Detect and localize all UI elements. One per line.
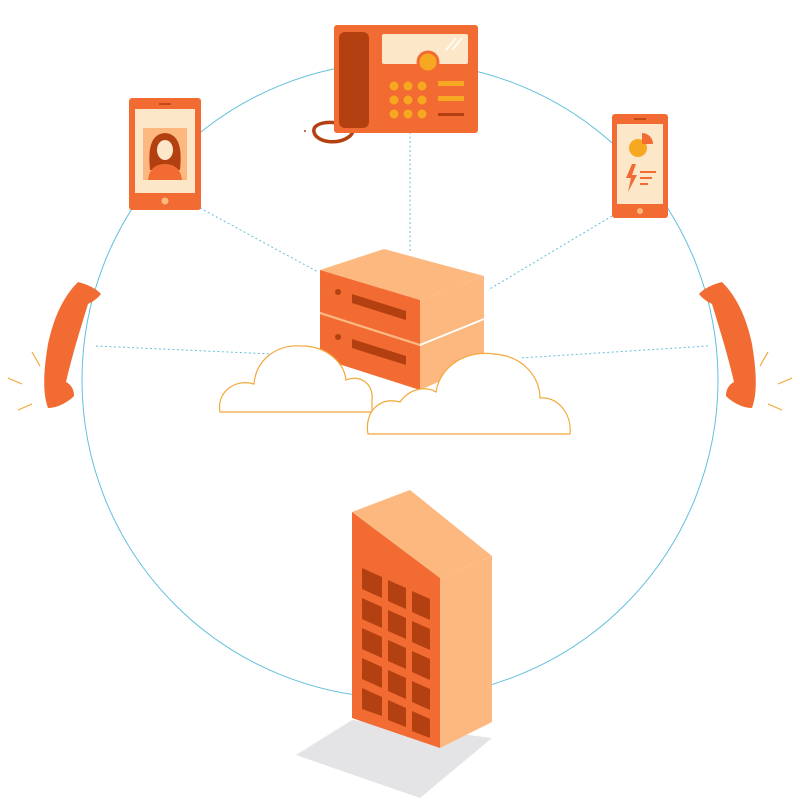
server-led-lower (335, 334, 341, 340)
connector-smartphone (487, 215, 613, 291)
office-building-icon (352, 490, 492, 748)
handset-left-body (44, 282, 101, 408)
smartphone-text-lines (640, 171, 656, 185)
desk-phone-speaker (438, 113, 464, 116)
phone-handset-left-icon (7, 282, 101, 411)
server-top (320, 249, 484, 300)
building-side (440, 556, 492, 748)
tablet-video-call-icon (129, 98, 201, 210)
cloud-right (366, 352, 571, 435)
building-windows (362, 568, 430, 738)
server-led-upper (335, 289, 341, 295)
handset-left-ring-lines (7, 351, 41, 411)
tablet-contact-face (157, 140, 173, 160)
tablet-home-button (161, 197, 169, 205)
smartphone-pie-slice (642, 133, 653, 144)
smartphone-dashboard-icon (612, 114, 668, 218)
desk-phone-dot (304, 130, 306, 132)
desk-phone-screen (382, 34, 468, 64)
server-stack-icon (319, 249, 484, 390)
handset-right-ring-lines (759, 351, 793, 411)
smartphone-home-button (637, 208, 643, 214)
server-side-lower (420, 320, 484, 390)
tablet-contact-body (148, 164, 182, 180)
desk-phone-icon (312, 25, 478, 144)
desk-phone-keypad (389, 81, 427, 119)
smartphone-screen (617, 124, 663, 204)
server-slot-lower (352, 339, 406, 365)
handset-right-body (699, 282, 756, 408)
cloud-left (218, 345, 373, 413)
connector-handset-right (519, 345, 709, 359)
connector-handset-left (95, 345, 273, 355)
desk-phone-function-keys (438, 81, 464, 101)
smartphone-bolt (626, 164, 637, 192)
server-slot-upper (352, 294, 406, 320)
connectors (95, 132, 709, 359)
building-roof (352, 490, 492, 578)
server-side-upper (420, 276, 484, 344)
phone-handset-right-icon (699, 282, 793, 411)
desk-phone-handset (339, 32, 369, 128)
connector-tablet (199, 207, 319, 273)
desk-phone-dial (416, 50, 440, 74)
